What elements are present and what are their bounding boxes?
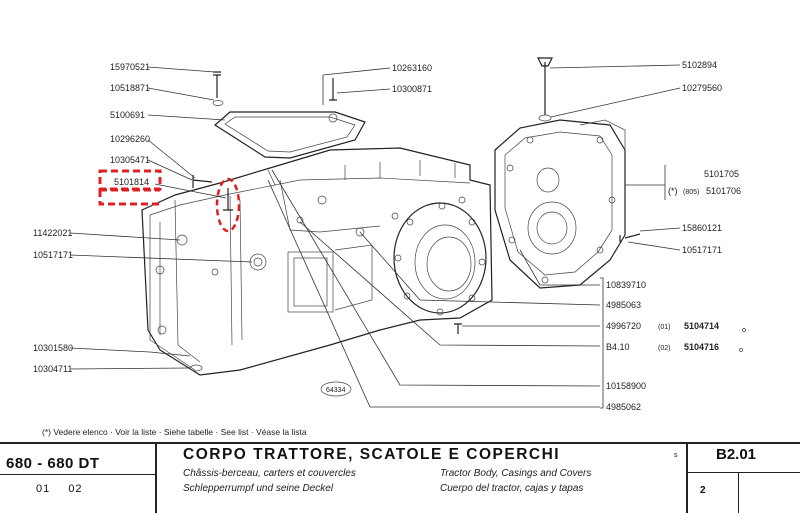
model-variants: 01 02 xyxy=(36,483,97,495)
part-label: 10304711 xyxy=(33,364,72,374)
part-label: 10517171 xyxy=(682,245,722,255)
top-cover-plate xyxy=(214,111,366,159)
sheet-code: B2.01 xyxy=(716,446,757,463)
subtitle-fr: Châssis-berceau, carters et couvercles xyxy=(183,468,356,479)
page-title: CORPO TRATTORE, SCATOLE E COPERCHI xyxy=(183,446,561,463)
part-label: 10518871 xyxy=(110,83,150,93)
subtitle-en: Tractor Body, Casings and Covers xyxy=(440,468,592,479)
part-label: 4985062 xyxy=(606,402,641,412)
part-label: 4985063 xyxy=(606,300,641,310)
part-label: 11422021 xyxy=(33,228,72,238)
part-label: 10158900 xyxy=(606,381,646,391)
part-label-highlighted: 5101814 xyxy=(114,177,149,187)
side-gear-casing xyxy=(494,119,626,289)
part-label: 10300871 xyxy=(392,84,432,94)
variant-01: 01 xyxy=(36,483,51,495)
part-label: 5101705 xyxy=(704,169,739,179)
variant-code: (805) xyxy=(683,189,699,196)
part-label: 15970521 xyxy=(110,62,150,72)
part-label: 10305471 xyxy=(110,155,150,165)
part-label: 10296260 xyxy=(110,134,150,144)
part-label: 10517171 xyxy=(33,250,73,260)
sheet-mark: s xyxy=(674,452,678,459)
part-label: 10279560 xyxy=(682,83,722,93)
part-label-bold: 5104714 xyxy=(684,321,719,331)
divider xyxy=(686,472,800,473)
figure-number: 64334 xyxy=(326,387,346,394)
divider xyxy=(738,472,740,513)
variant-marker: (*) xyxy=(668,186,678,196)
leader-lines xyxy=(69,64,681,409)
part-label: 10301580 xyxy=(33,343,73,353)
part-label: 5101706 xyxy=(706,186,741,196)
part-label: 10263160 xyxy=(392,63,432,73)
reference-label: B4.10 xyxy=(606,342,630,352)
model-name: 680 - 680 DT xyxy=(6,455,100,472)
tractor-body-casing xyxy=(141,147,493,376)
part-label-bold: 5104716 xyxy=(684,342,719,352)
divider xyxy=(0,474,155,475)
part-label: 5102894 xyxy=(682,60,717,70)
see-list-note: (*) Vedere elenco · Voir la liste · Sieh… xyxy=(42,427,307,437)
divider xyxy=(686,442,688,513)
part-label: 4996720 xyxy=(606,321,641,331)
small-hardware xyxy=(189,57,746,372)
variant-code: (02) xyxy=(658,345,670,352)
part-label: 10839710 xyxy=(606,280,646,290)
part-label: 5100691 xyxy=(110,110,145,120)
exploded-parts-diagram: 15970521 10518871 5100691 10296260 10305… xyxy=(33,57,746,412)
part-label: 15860121 xyxy=(682,223,722,233)
highlight-markers xyxy=(98,169,241,233)
variant-02: 02 xyxy=(68,483,83,495)
variant-code: (01) xyxy=(658,324,670,331)
title-block-top-rule xyxy=(0,442,800,444)
page-number: 2 xyxy=(700,485,706,496)
subtitle-es: Cuerpo del tractor, cajas y tapas xyxy=(440,483,584,494)
subtitle-de: Schlepperrumpf und seine Deckel xyxy=(183,483,334,494)
part-labels: 15970521 10518871 5100691 10296260 10305… xyxy=(33,60,741,412)
divider xyxy=(155,442,157,513)
